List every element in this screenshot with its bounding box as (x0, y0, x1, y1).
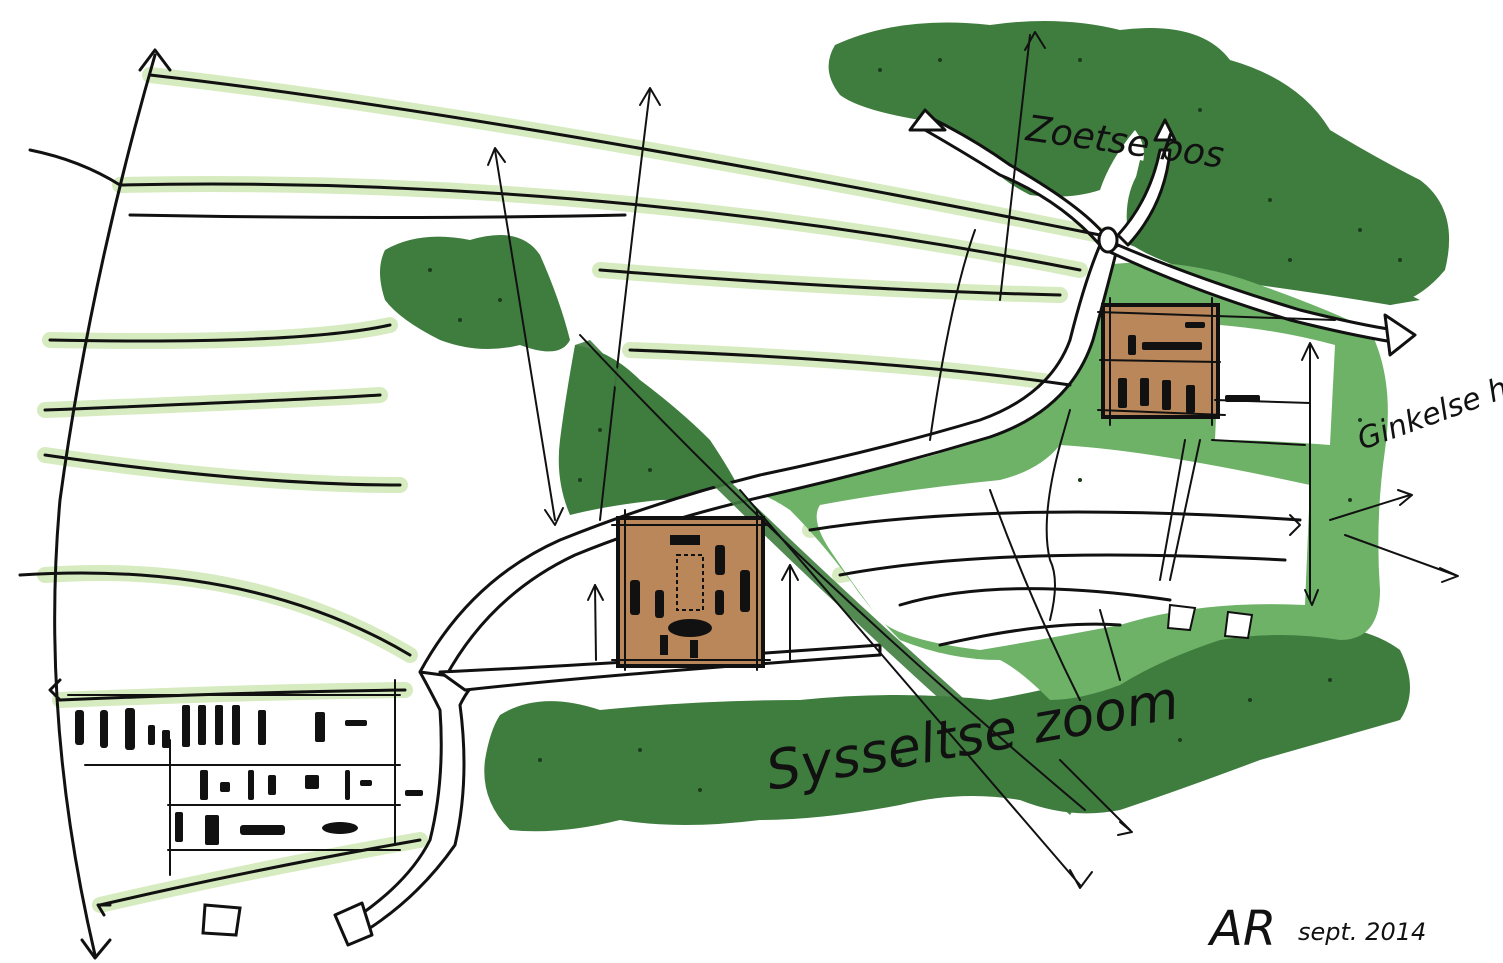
south-forest (484, 624, 1410, 832)
axis-arrows (487, 31, 1459, 661)
main-road (333, 108, 1417, 947)
west-village (67, 679, 423, 937)
sketch-date: sept. 2014 (1298, 918, 1426, 946)
central-farmstead (611, 509, 771, 671)
field-lines (18, 73, 1302, 907)
diagonal-lane (575, 334, 1133, 889)
forest-texture (428, 58, 1402, 792)
signature: AR (1207, 901, 1276, 957)
west-arc (48, 48, 172, 960)
east-farmstead (1097, 297, 1336, 640)
east-meadow (740, 262, 1388, 700)
